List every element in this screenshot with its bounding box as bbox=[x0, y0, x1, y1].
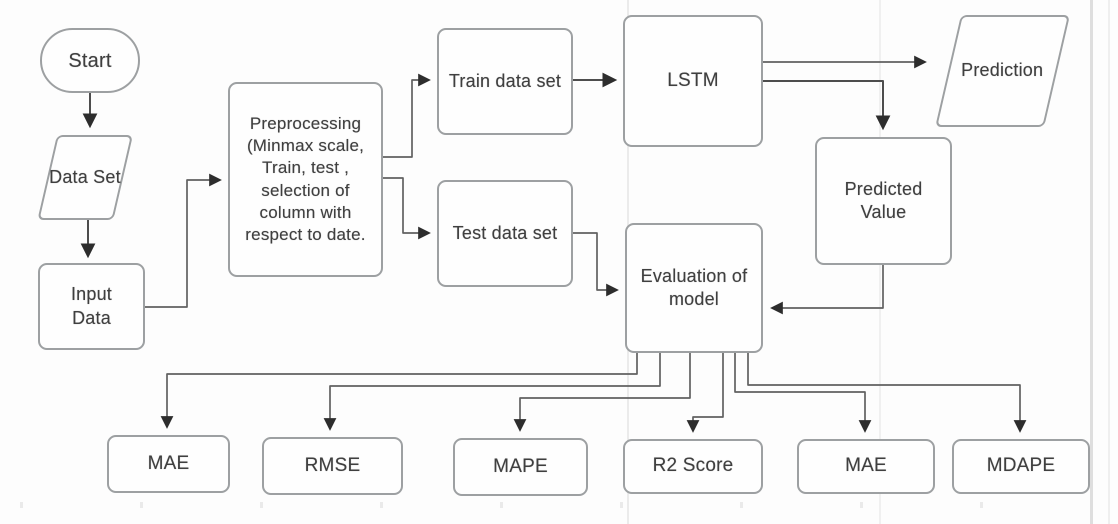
node-data-set: Data Set bbox=[37, 135, 133, 220]
node-mdape: MDAPE bbox=[952, 439, 1090, 494]
edge-inputdata-preprocessing bbox=[145, 173, 222, 308]
node-mae-right: MAE bbox=[797, 439, 935, 494]
node-data-set-label: Data Set bbox=[49, 166, 122, 187]
edge-evaluation-mae-right bbox=[734, 353, 872, 433]
edge-evaluation-mape bbox=[513, 353, 691, 432]
node-r2-score-label: R2 Score bbox=[652, 455, 734, 477]
edge-evaluation-mdape bbox=[747, 353, 1027, 433]
node-mae-right-label: MAE bbox=[845, 455, 887, 477]
node-preprocessing-label: Preprocessing (Minmax scale, Train, test… bbox=[245, 114, 366, 244]
node-mdape-label: MDAPE bbox=[986, 455, 1056, 477]
scan-artifact-line bbox=[1090, 0, 1093, 524]
edge-preprocessing-traindataset bbox=[383, 73, 431, 158]
node-r2-score: R2 Score bbox=[623, 439, 763, 494]
node-predicted-value-label: Predicted Value bbox=[844, 178, 923, 222]
edge-predictedvalue-evaluation bbox=[770, 265, 884, 315]
node-train-data-set-label: Train data set bbox=[448, 70, 562, 91]
node-mape-label: MAPE bbox=[493, 455, 548, 477]
node-prediction-label: Prediction bbox=[961, 60, 1044, 81]
edge-evaluation-r2score bbox=[686, 353, 724, 433]
scan-artifact-line bbox=[1108, 0, 1110, 524]
edge-testdataset-evaluation bbox=[573, 232, 619, 297]
node-rmse: RMSE bbox=[262, 437, 403, 495]
node-input-data: Input Data bbox=[38, 263, 145, 350]
node-train-data-set: Train data set bbox=[437, 28, 573, 135]
node-evaluation-of-model: Evaluation of model bbox=[625, 223, 763, 353]
node-predicted-value: Predicted Value bbox=[815, 137, 952, 265]
node-rmse-label: RMSE bbox=[304, 454, 361, 476]
node-lstm: LSTM bbox=[623, 15, 763, 147]
edge-preprocessing-testdataset bbox=[383, 177, 431, 240]
node-test-data-set: Test data set bbox=[437, 180, 573, 287]
node-lstm-label: LSTM bbox=[667, 69, 719, 91]
node-mape: MAPE bbox=[453, 438, 588, 496]
node-start-label: Start bbox=[68, 49, 112, 72]
node-prediction: Prediction bbox=[935, 15, 1070, 127]
node-mae-left-label: MAE bbox=[147, 452, 190, 474]
node-test-data-set-label: Test data set bbox=[452, 222, 558, 243]
edge-lstm-predictedvalue bbox=[763, 80, 891, 131]
scan-noise bbox=[20, 502, 1020, 508]
edge-evaluation-rmse bbox=[323, 353, 661, 431]
node-input-data-label: Input Data bbox=[70, 284, 113, 328]
node-evaluation-of-model-label: Evaluation of model bbox=[640, 265, 748, 309]
node-preprocessing: Preprocessing (Minmax scale, Train, test… bbox=[228, 82, 383, 277]
edge-evaluation-mae-left bbox=[160, 353, 638, 429]
node-mae-left: MAE bbox=[107, 435, 230, 493]
node-start: Start bbox=[40, 28, 140, 93]
